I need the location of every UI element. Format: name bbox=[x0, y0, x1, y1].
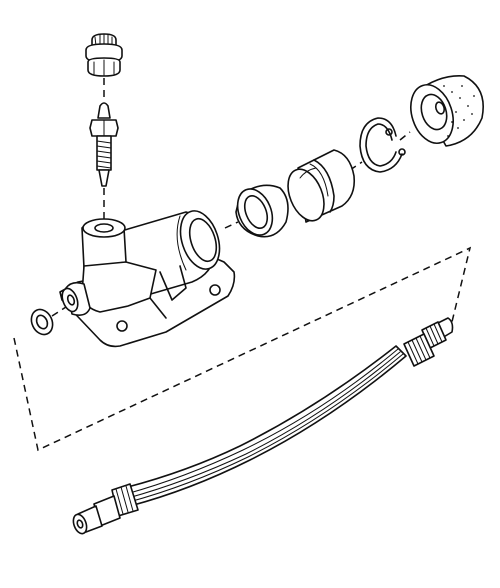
hose-end-fitting-right bbox=[403, 317, 454, 367]
washer-guide-line bbox=[51, 306, 67, 317]
assembly-guide-lines bbox=[13, 78, 472, 452]
dust-boot bbox=[410, 75, 484, 147]
cup-seal bbox=[235, 184, 289, 238]
flexible-hose bbox=[72, 317, 454, 535]
bleed-screw bbox=[89, 102, 119, 187]
circlip bbox=[359, 117, 406, 173]
hose-connection-guide bbox=[13, 246, 472, 452]
sealing-washer bbox=[30, 308, 54, 336]
bore-guide-line-4 bbox=[399, 131, 411, 141]
slave-cylinder-housing bbox=[59, 210, 236, 348]
bleed-screw-cap bbox=[85, 33, 123, 77]
hose-end-fitting-left bbox=[72, 483, 139, 535]
bore-guide-line-1 bbox=[224, 221, 239, 229]
piston bbox=[287, 149, 356, 223]
